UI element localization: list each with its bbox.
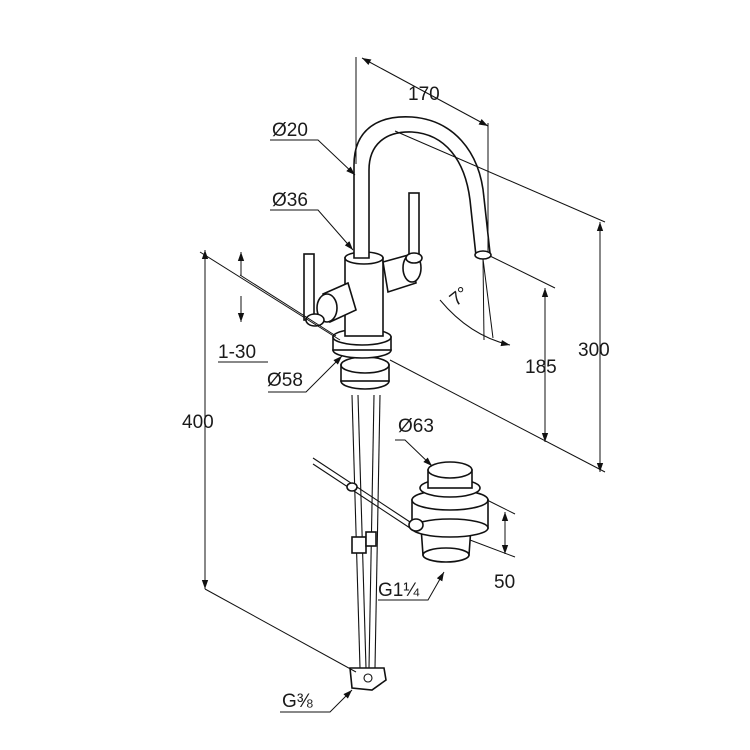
label-spout-height: 185 — [525, 357, 557, 378]
label-hose-thread: G⅜ — [282, 691, 313, 712]
label-total-height: 300 — [578, 340, 610, 361]
dimension-labels: 170 Ø20 Ø36 7° 1-30 185 300 Ø58 400 Ø63 … — [182, 84, 610, 712]
pop-up-rod — [312, 457, 411, 529]
label-waste-height: 50 — [494, 572, 515, 593]
label-spout-reach: 170 — [408, 84, 440, 105]
label-total-length: 400 — [182, 412, 214, 433]
label-body-diameter: Ø36 — [272, 190, 308, 211]
tap-body — [303, 116, 492, 390]
label-waste-diameter: Ø63 — [398, 416, 434, 437]
label-thickness-range: 1-30 — [218, 342, 256, 363]
label-spout-diameter: Ø20 — [272, 120, 308, 141]
label-base-diameter: Ø58 — [267, 370, 303, 391]
dimension-lines — [199, 57, 606, 713]
pop-up-waste — [408, 461, 489, 563]
label-spout-angle: 7° — [446, 283, 473, 311]
label-waste-thread: G1¼ — [378, 580, 420, 601]
supply-hoses — [349, 394, 387, 691]
